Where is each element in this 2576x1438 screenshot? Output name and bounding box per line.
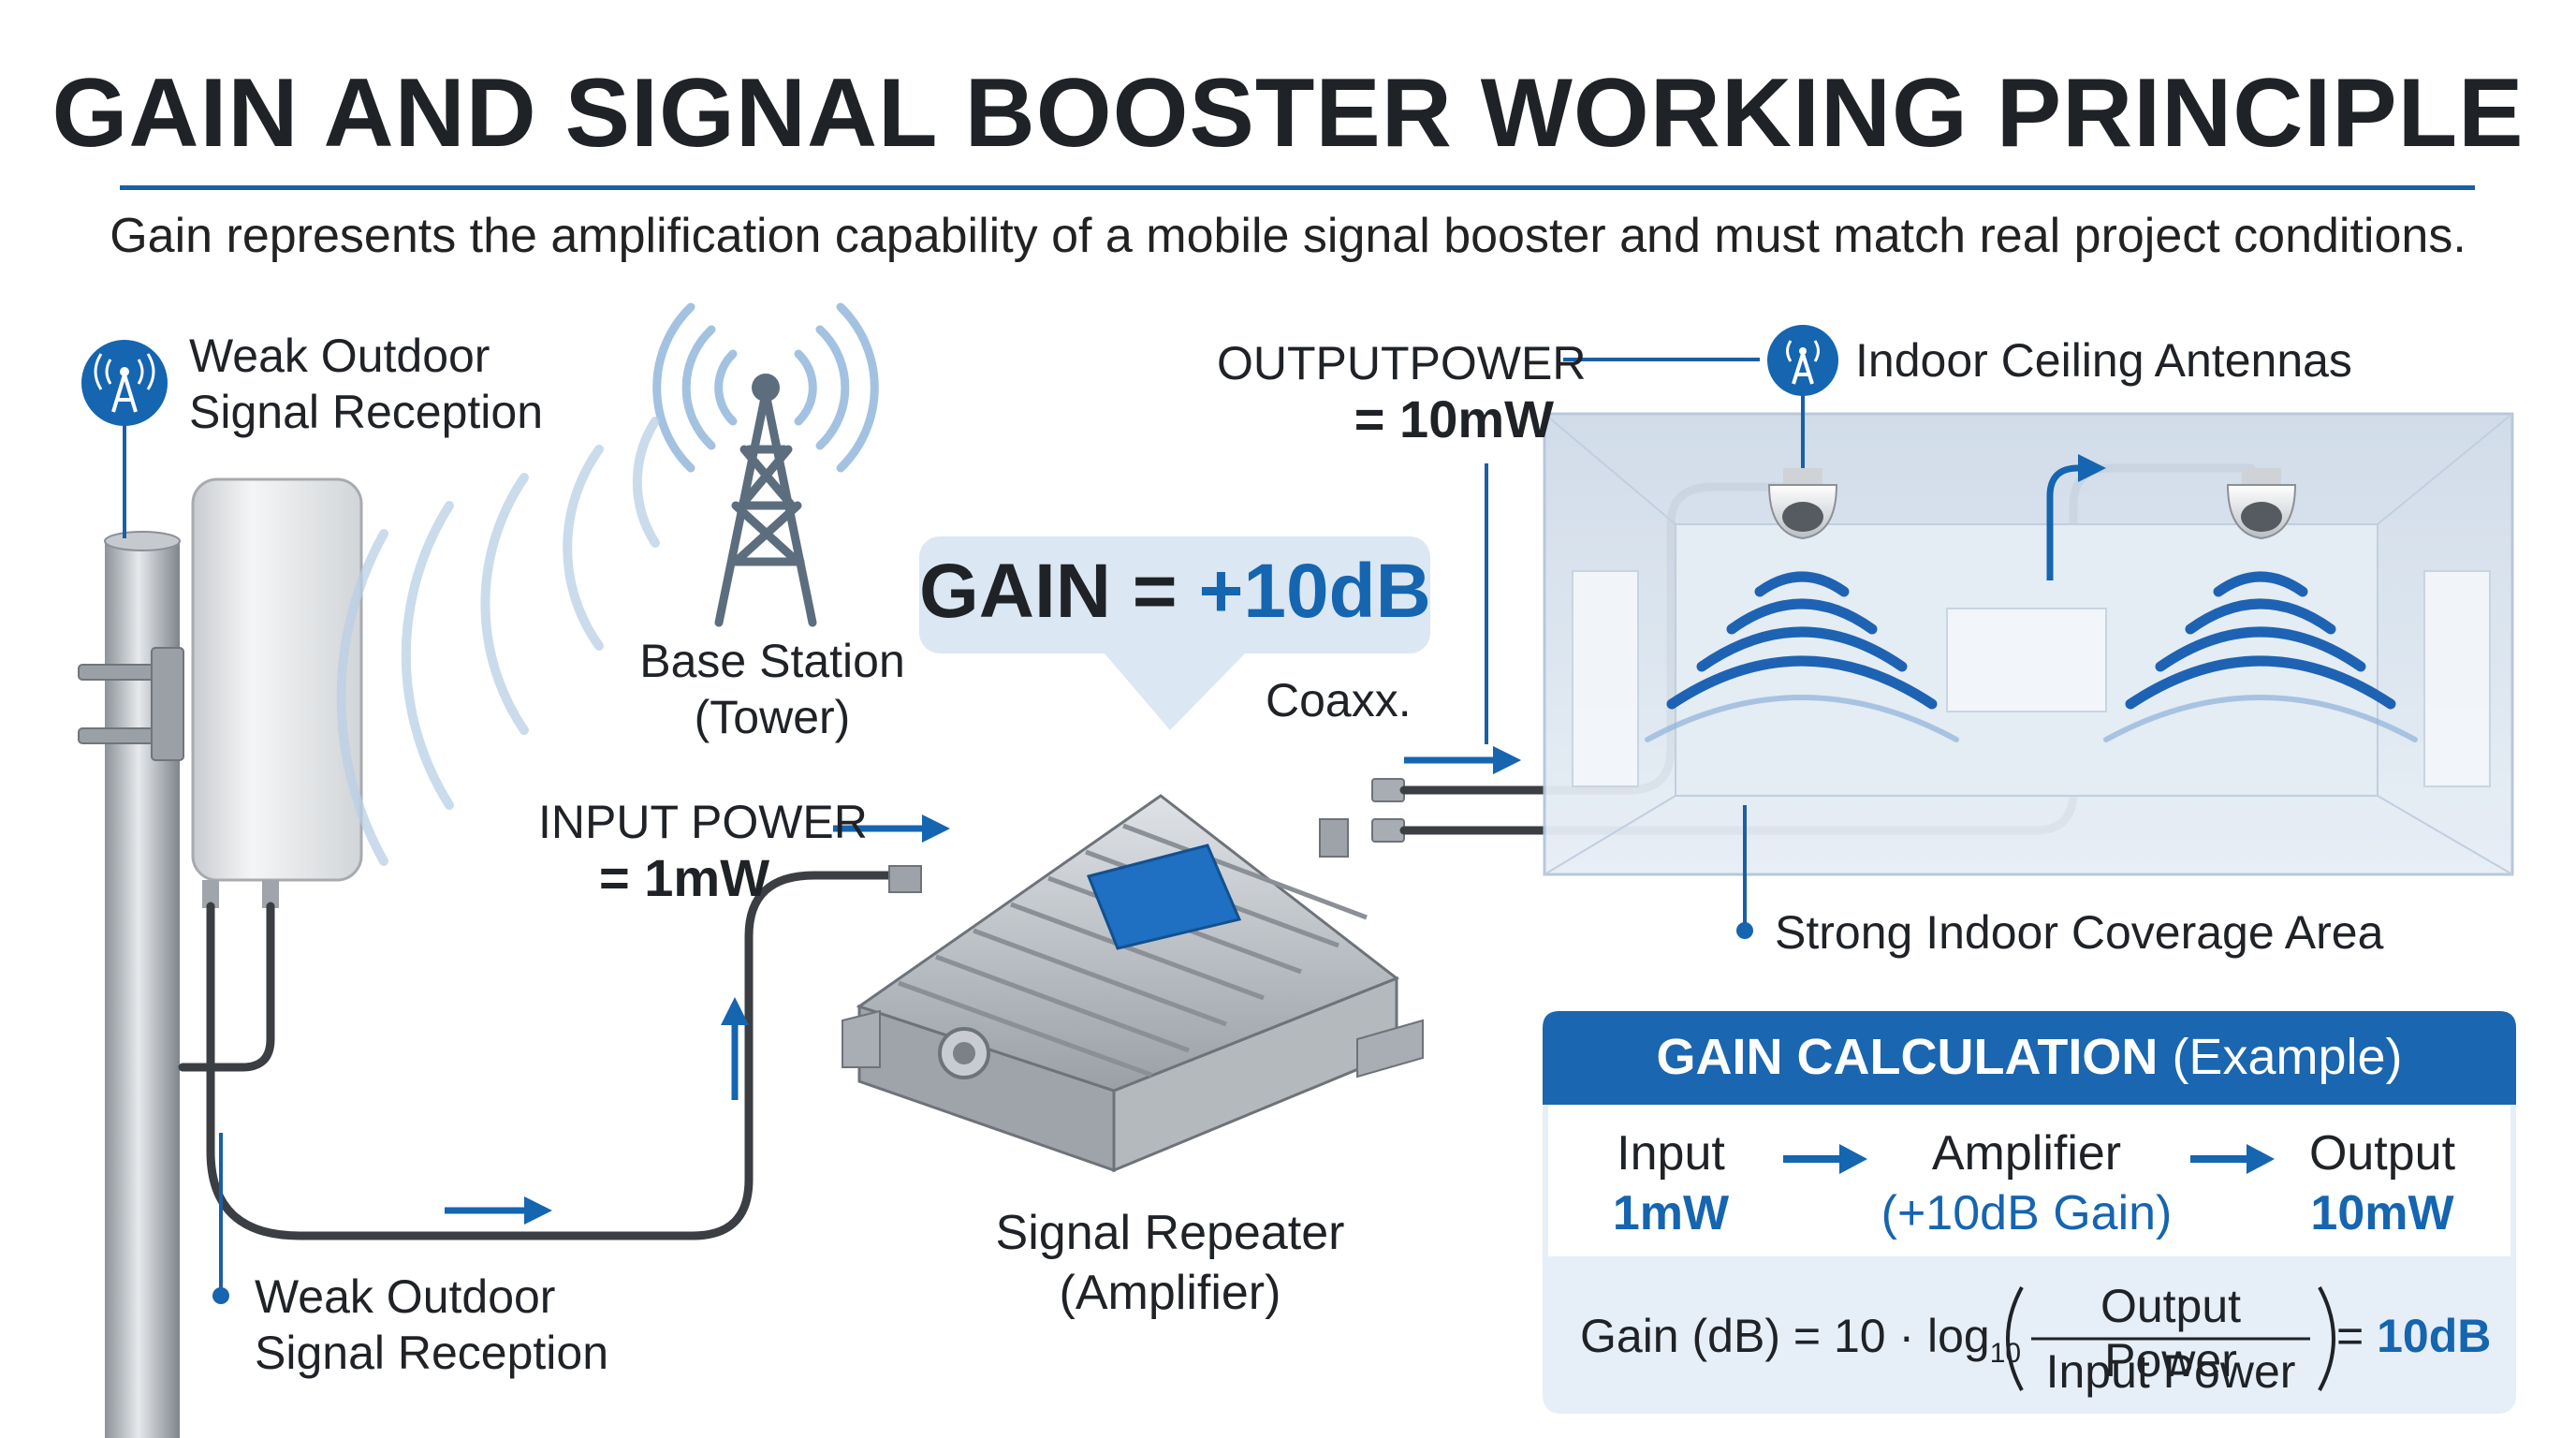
tower-beacon bbox=[752, 374, 780, 402]
formula-lhs: Gain (dB) = 10 · log10 bbox=[1580, 1309, 2021, 1370]
label-repeater-line2: (Amplifier) bbox=[1059, 1266, 1281, 1320]
antenna-connector-right bbox=[262, 880, 279, 908]
antenna-feed-cable bbox=[206, 871, 903, 1240]
formula-numerator: Output Power bbox=[2100, 1280, 2242, 1387]
formula-lhs-text: Gain (dB) = 10 · log bbox=[1580, 1310, 1990, 1362]
label-input-power-value: = 1mW bbox=[599, 848, 770, 907]
calc-step-input-label: Input bbox=[1617, 1126, 1725, 1181]
formula-denominator: Input Power bbox=[2045, 1345, 2296, 1398]
label-base-station-line1: Base Station bbox=[639, 635, 905, 687]
calc-heading: GAIN CALCULATION (Example) bbox=[1543, 1028, 2516, 1086]
gain-badge-prefix: GAIN = bbox=[919, 549, 1199, 634]
indoor-waves-right bbox=[2125, 571, 2396, 710]
calc-steps-panel bbox=[1548, 1105, 2510, 1256]
label-weak-outdoor-top-line1: Weak Outdoor bbox=[189, 330, 490, 382]
gain-badge-bg bbox=[919, 536, 1430, 653]
label-repeater: Signal Repeater (Amplifier) bbox=[973, 1203, 1367, 1323]
signal-repeater-box bbox=[842, 794, 1424, 1173]
indoor-up-arrow bbox=[2046, 464, 2079, 580]
gain-badge-value: +10dB bbox=[1198, 549, 1431, 634]
label-weak-outdoor-top-line2: Signal Reception bbox=[189, 386, 544, 438]
tower-waves bbox=[652, 302, 879, 473]
calc-step-output-value: 10mW bbox=[2310, 1186, 2454, 1240]
label-indoor-antennas: Indoor Ceiling Antennas bbox=[1855, 334, 2352, 387]
outdoor-panel-antenna bbox=[191, 477, 363, 882]
label-weak-outdoor-top: Weak Outdoor Signal Reception bbox=[189, 328, 543, 440]
mount-brackets bbox=[78, 647, 184, 761]
antenna-cable-short bbox=[178, 902, 275, 1072]
mast-pole-top bbox=[104, 531, 181, 551]
label-base-station-line2: (Tower) bbox=[694, 691, 851, 743]
label-base-station: Base Station (Tower) bbox=[637, 633, 908, 745]
calc-arrow-1-head bbox=[1839, 1144, 1867, 1174]
calc-box-header bbox=[1543, 1011, 2516, 1105]
page-subtitle: Gain represents the amplification capabi… bbox=[110, 209, 2466, 263]
gain-badge-pointer bbox=[1105, 653, 1245, 730]
label-strong-indoor: Strong Indoor Coverage Area bbox=[1775, 906, 2384, 959]
label-weak-outdoor-bottom: Weak Outdoor Signal Reception bbox=[255, 1269, 608, 1381]
leader-dot-weak-bottom bbox=[212, 1287, 229, 1304]
base-station-tower bbox=[714, 392, 817, 627]
calc-step-amplifier-label: Amplifier bbox=[1931, 1126, 2122, 1181]
label-input-power-name: INPUT POWER bbox=[538, 796, 868, 848]
calc-step-output: Output 10mW bbox=[2284, 1123, 2481, 1243]
coax-connectors bbox=[1371, 778, 1405, 843]
calc-arrow-2-head bbox=[2247, 1144, 2275, 1174]
formula-paren-right bbox=[2318, 1286, 2335, 1391]
room-perspective-lines bbox=[1544, 413, 2513, 875]
calc-step-input: Input 1mW bbox=[1573, 1123, 1769, 1243]
antenna-tower-icon bbox=[1767, 325, 1838, 396]
calc-step-amplifier: Amplifier (+10dB Gain) bbox=[1872, 1123, 2181, 1243]
antenna-connector-left bbox=[202, 880, 219, 908]
page-title: GAIN AND SIGNAL BOOSTER WORKING PRINCIPL… bbox=[51, 59, 2525, 168]
room-windows bbox=[1572, 570, 2491, 787]
ceiling-antenna-left bbox=[1767, 468, 1838, 540]
calc-heading-suffix: (Example) bbox=[2172, 1029, 2403, 1085]
label-output-power-value: = 10mW bbox=[1354, 389, 1554, 448]
leader-dot-strong-indoor bbox=[1736, 922, 1753, 939]
calc-heading-title: GAIN CALCULATION bbox=[1656, 1029, 2159, 1085]
output-arrow-head bbox=[1493, 746, 1521, 774]
label-output-power-name: OUTPUTPOWER bbox=[1217, 337, 1587, 389]
formula-equals: = bbox=[2336, 1310, 2364, 1362]
indoor-up-arrow-head bbox=[2078, 454, 2106, 482]
indoor-waves-left bbox=[1666, 571, 1938, 710]
incoming-signal-waves bbox=[336, 417, 660, 866]
title-underline bbox=[120, 185, 2475, 190]
gain-badge: GAIN = +10dB bbox=[919, 548, 1431, 636]
label-output-power: OUTPUTPOWER = 10mW bbox=[1217, 335, 1587, 448]
formula-result: = 10dB bbox=[2336, 1309, 2491, 1363]
label-coax: Coaxx. bbox=[1266, 674, 1412, 726]
indoor-waves-faint bbox=[1645, 695, 2418, 742]
ceiling-antenna-right bbox=[2226, 468, 2297, 540]
calc-step-output-label: Output bbox=[2308, 1126, 2456, 1181]
label-weak-outdoor-bottom-line2: Signal Reception bbox=[255, 1327, 609, 1379]
formula-paren-left bbox=[2006, 1286, 2024, 1391]
calc-step-input-value: 1mW bbox=[1612, 1186, 1730, 1240]
label-weak-outdoor-bottom-line1: Weak Outdoor bbox=[255, 1270, 556, 1323]
label-input-power: INPUT POWER = 1mW bbox=[538, 794, 868, 907]
label-repeater-line1: Signal Repeater bbox=[995, 1206, 1345, 1260]
calc-step-amplifier-value: (+10dB Gain) bbox=[1881, 1186, 2173, 1240]
formula-result-value: 10dB bbox=[2377, 1310, 2492, 1362]
formula-log-base: 10 bbox=[1989, 1338, 2022, 1369]
antenna-tower-icon bbox=[81, 340, 168, 426]
